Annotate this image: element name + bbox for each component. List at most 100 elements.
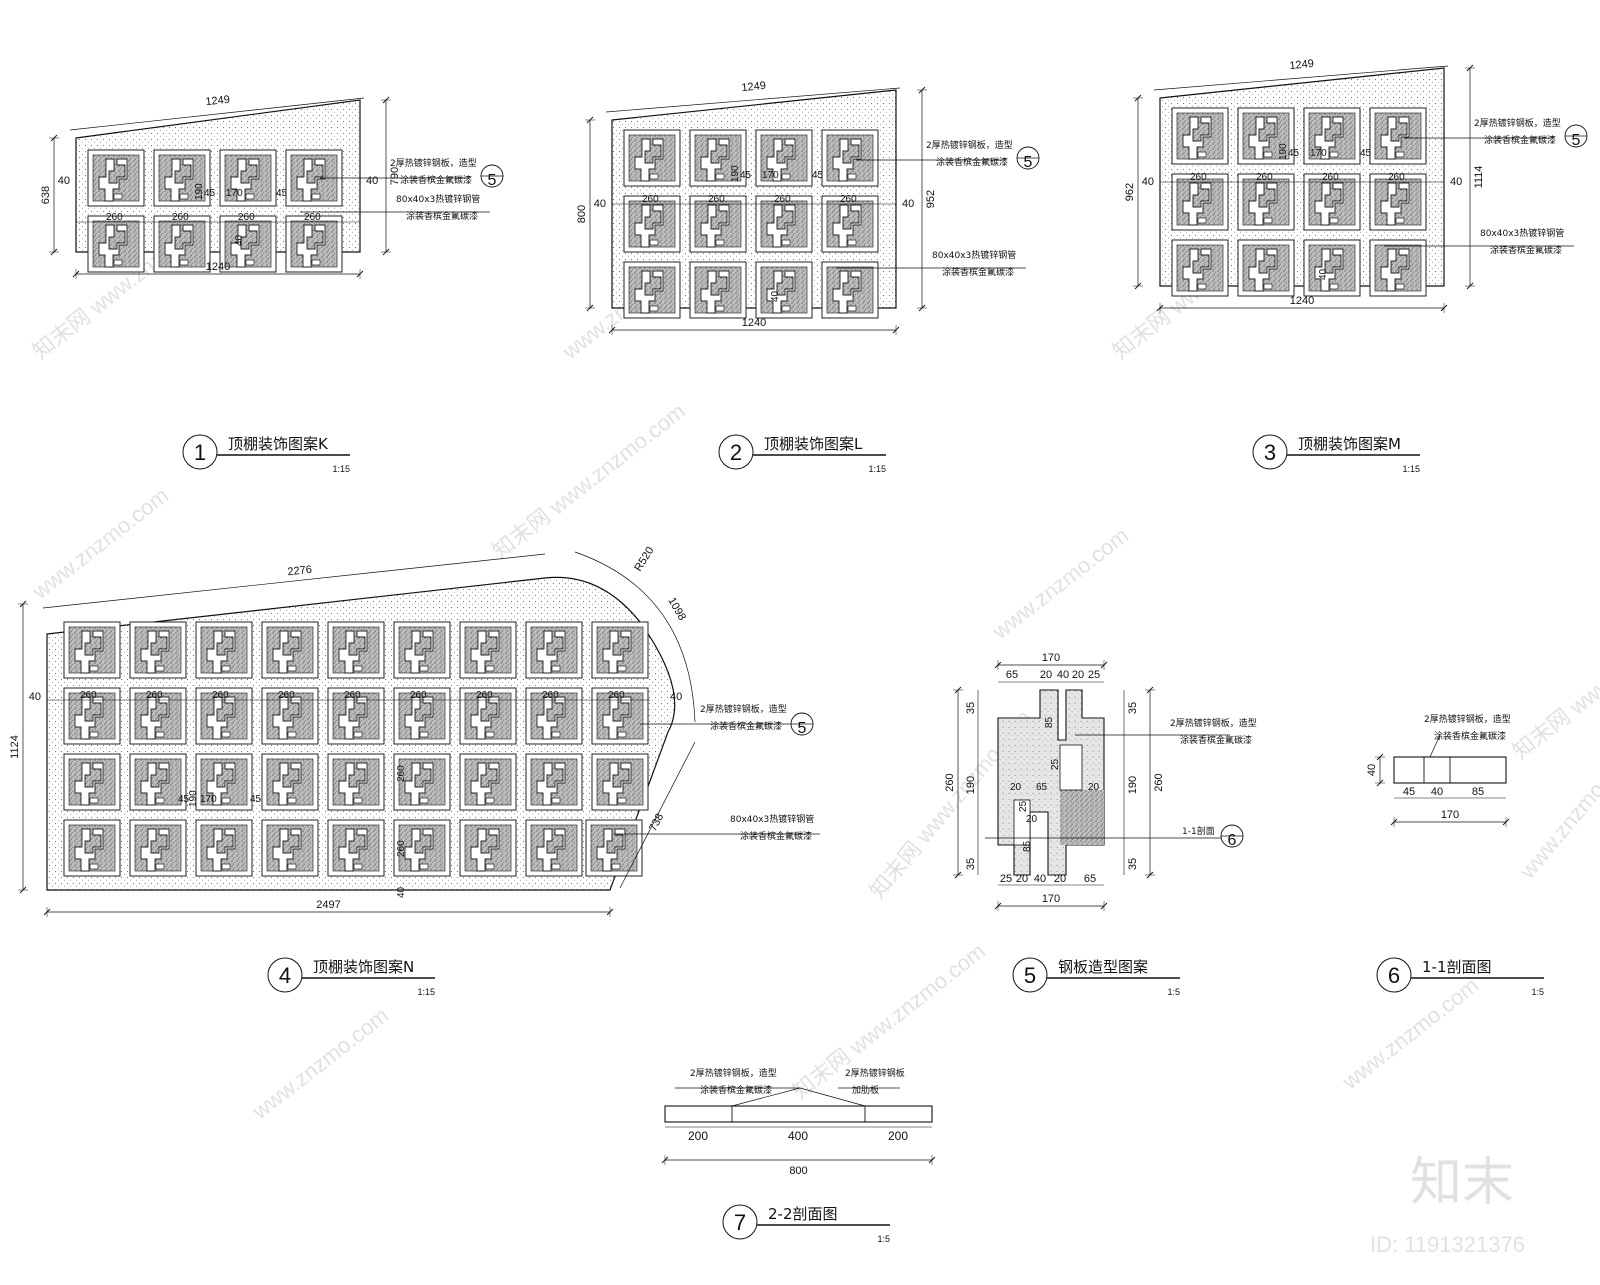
d5-dim-inner: 20 [1026, 814, 1038, 825]
d4-ref-bubble-number: 5 [798, 720, 807, 737]
d4-dim-45a: 45 [178, 794, 190, 805]
d2-note-tube-line1: 80x40x3热镀锌钢管 [932, 249, 1016, 261]
d2-dim-bottom: 1240 [742, 317, 766, 329]
d3-dim-bottom: 1240 [1290, 295, 1314, 307]
d7-dim-total: 800 [789, 1165, 807, 1177]
d4-dim-260v: 260 [396, 765, 407, 782]
d1-dim-45a: 45 [204, 188, 216, 199]
d5-dim-left-total: 260 [944, 773, 956, 791]
d3-dim-margin-r: 40 [1450, 176, 1462, 188]
decor-tile [821, 261, 879, 319]
d4-note-tube-line2: 涂装香槟金氟碳漆 [740, 830, 812, 842]
d7-dim-part: 200 [688, 1129, 708, 1143]
d5-dim-right-part: 190 [1127, 776, 1139, 794]
d4-dim-arc-length: 1098 [665, 596, 688, 623]
d7-title-circle [722, 1204, 758, 1240]
d4-dim-170: 170 [200, 794, 217, 805]
d5-dim-inner: 20 [1088, 782, 1100, 793]
decor-tile [525, 819, 583, 877]
d7-dim-part: 200 [888, 1129, 908, 1143]
d4-arc-dim [574, 551, 696, 723]
d3-dim-cell: 260 [1388, 172, 1405, 183]
d7-title-number: 7 [734, 1210, 746, 1235]
d2-scale: 1:15 [868, 464, 886, 474]
d5-dim-inner: 85 [1022, 840, 1033, 852]
d2-top-dim-line [605, 87, 901, 113]
d2-dim-top: 1249 [741, 80, 767, 94]
d2-ref-bubble-number: 5 [1024, 154, 1033, 171]
d1-dim-right: 790 [389, 167, 401, 185]
d4-dim-left: 1124 [9, 735, 21, 759]
d2-dim-right: 952 [925, 190, 937, 208]
d6-dim-height: 40 [1366, 764, 1378, 776]
d3-dim-40b: 40 [1318, 268, 1329, 280]
d6-dim-part: 85 [1472, 786, 1484, 798]
d4-dim-margin-l: 40 [29, 691, 41, 703]
d2-dim-40b: 40 [770, 290, 781, 302]
d1-dim-cell: 260 [172, 212, 189, 223]
decor-tile [63, 819, 121, 877]
d2-dim-170: 170 [762, 170, 779, 181]
d5-dim-inner: 65 [1036, 782, 1048, 793]
d7-section-body [664, 1105, 933, 1123]
d4-dim-40b: 40 [396, 886, 407, 898]
d5-dim-left-part: 190 [965, 776, 977, 794]
d1-note-tube-line1: 80x40x3热镀锌钢管 [396, 193, 480, 205]
d2-dim-190: 190 [730, 165, 741, 182]
d4-note-plate-line2: 涂装香槟金氟碳漆 [710, 720, 782, 732]
d5-dim-top-part: 65 [1006, 669, 1018, 681]
d7-leader-plate-a2 [731, 1087, 801, 1107]
d2-dim-cell: 260 [774, 194, 791, 205]
d2-dim-margin-l: 40 [594, 198, 606, 210]
decor-tile [261, 819, 319, 877]
d5-dim-left-part: 35 [965, 858, 977, 870]
d4-dim-slant: 738 [647, 812, 666, 834]
d5-title: 钢板造型图案 [1058, 958, 1148, 976]
d5-dim-top-part: 25 [1088, 669, 1100, 681]
d1-title: 顶棚装饰图案K [228, 435, 329, 453]
d4-dim-cell: 260 [212, 690, 229, 701]
d4-dim-260v2: 260 [396, 840, 407, 857]
d5-note-plate-line1: 2厚热镀锌钢板，造型 [1170, 717, 1257, 729]
d3-dim-45a: 45 [1288, 148, 1300, 159]
d4-dim-45b: 45 [250, 794, 262, 805]
d6-note-plate-line2: 涂装香槟金氟碳漆 [1434, 730, 1506, 742]
d2-dim-45a: 45 [740, 170, 752, 181]
d5-plate-fill [1060, 790, 1104, 845]
d5-dim-left-part: 35 [965, 702, 977, 714]
d6-dim-part: 40 [1431, 786, 1443, 798]
d3-title-number: 3 [1264, 440, 1276, 465]
d4-dim-radius: R520 [632, 545, 656, 574]
decor-tile [1171, 239, 1229, 297]
d5-section-ref: 1-1剖面 [1182, 825, 1215, 837]
decor-tile [1369, 107, 1427, 165]
d3-dim-cell: 260 [1256, 172, 1273, 183]
d2-title-number: 2 [730, 440, 742, 465]
d6-dim-total: 170 [1441, 809, 1459, 821]
watermark-brand: 知末 [1410, 1154, 1514, 1212]
d3-note-tube-line1: 80x40x3热镀锌钢管 [1480, 227, 1564, 239]
decor-tile [591, 753, 649, 811]
d7-scale: 1:5 [877, 1234, 890, 1244]
d6-title-number: 6 [1388, 963, 1400, 988]
d2-title-circle [718, 434, 754, 470]
d2-note-tube-line2: 涂装香槟金氟碳漆 [942, 266, 1014, 278]
d7-note-plate2-line2: 加肋板 [852, 1084, 879, 1096]
d4-slant-dim-line [619, 741, 696, 889]
d1-panel-outline [75, 99, 361, 253]
d2-dim-left: 800 [576, 205, 588, 223]
decor-tile [755, 261, 813, 319]
decor-tile [87, 149, 145, 207]
d1-dim-170: 170 [226, 188, 243, 199]
d1-title-number: 1 [194, 440, 206, 465]
decor-tile [689, 261, 747, 319]
decor-tile [459, 753, 517, 811]
d4-title-circle [267, 957, 303, 993]
d5-dim-top-part: 20 [1072, 669, 1084, 681]
decor-tile [261, 753, 319, 811]
d4-dim-cell: 260 [476, 690, 493, 701]
decor-tile [195, 819, 253, 877]
d1-note-tube-line2: 涂装香槟金氟碳漆 [406, 210, 478, 222]
